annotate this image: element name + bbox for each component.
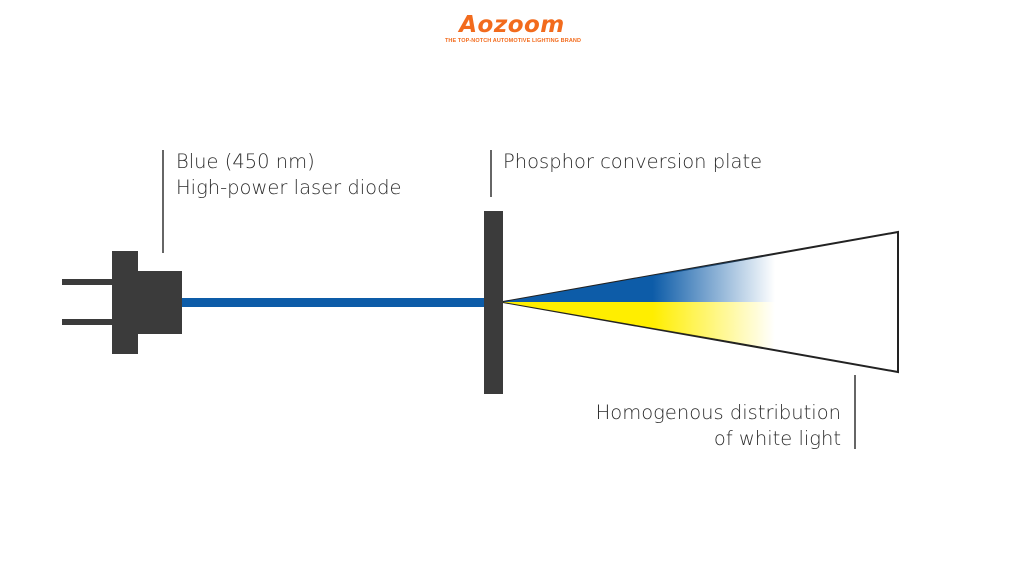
laser-label-line2: High-power laser diode xyxy=(176,176,402,199)
light-cone-blue xyxy=(503,253,780,302)
plate-label-line1: Phosphor conversion plate xyxy=(503,150,763,173)
brand-name: Aozoom xyxy=(459,12,565,38)
laser-label-line1: Blue (450 nm) xyxy=(176,150,315,173)
diode-body-front xyxy=(137,271,182,334)
brand-tagline: THE TOP-NOTCH AUTOMOTIVE LIGHTING BRAND xyxy=(444,38,582,44)
diode-body-back xyxy=(112,251,138,354)
output-label-line2: of white light xyxy=(713,427,841,450)
plate-label: Phosphor conversion plate xyxy=(503,149,762,175)
blue-laser-beam xyxy=(182,298,485,307)
brand-logo: Aozoom THE TOP-NOTCH AUTOMOTIVE LIGHTING… xyxy=(0,12,1024,45)
diode-pin-bottom xyxy=(62,319,114,325)
output-label: Homogenous distribution of white light xyxy=(596,400,841,452)
diode-pin-top xyxy=(62,279,114,285)
output-label-line1: Homogenous distribution xyxy=(595,401,841,424)
laser-label: Blue (450 nm) High-power laser diode xyxy=(176,149,402,201)
phosphor-plate xyxy=(484,211,503,394)
light-cone-yellow xyxy=(503,302,780,350)
